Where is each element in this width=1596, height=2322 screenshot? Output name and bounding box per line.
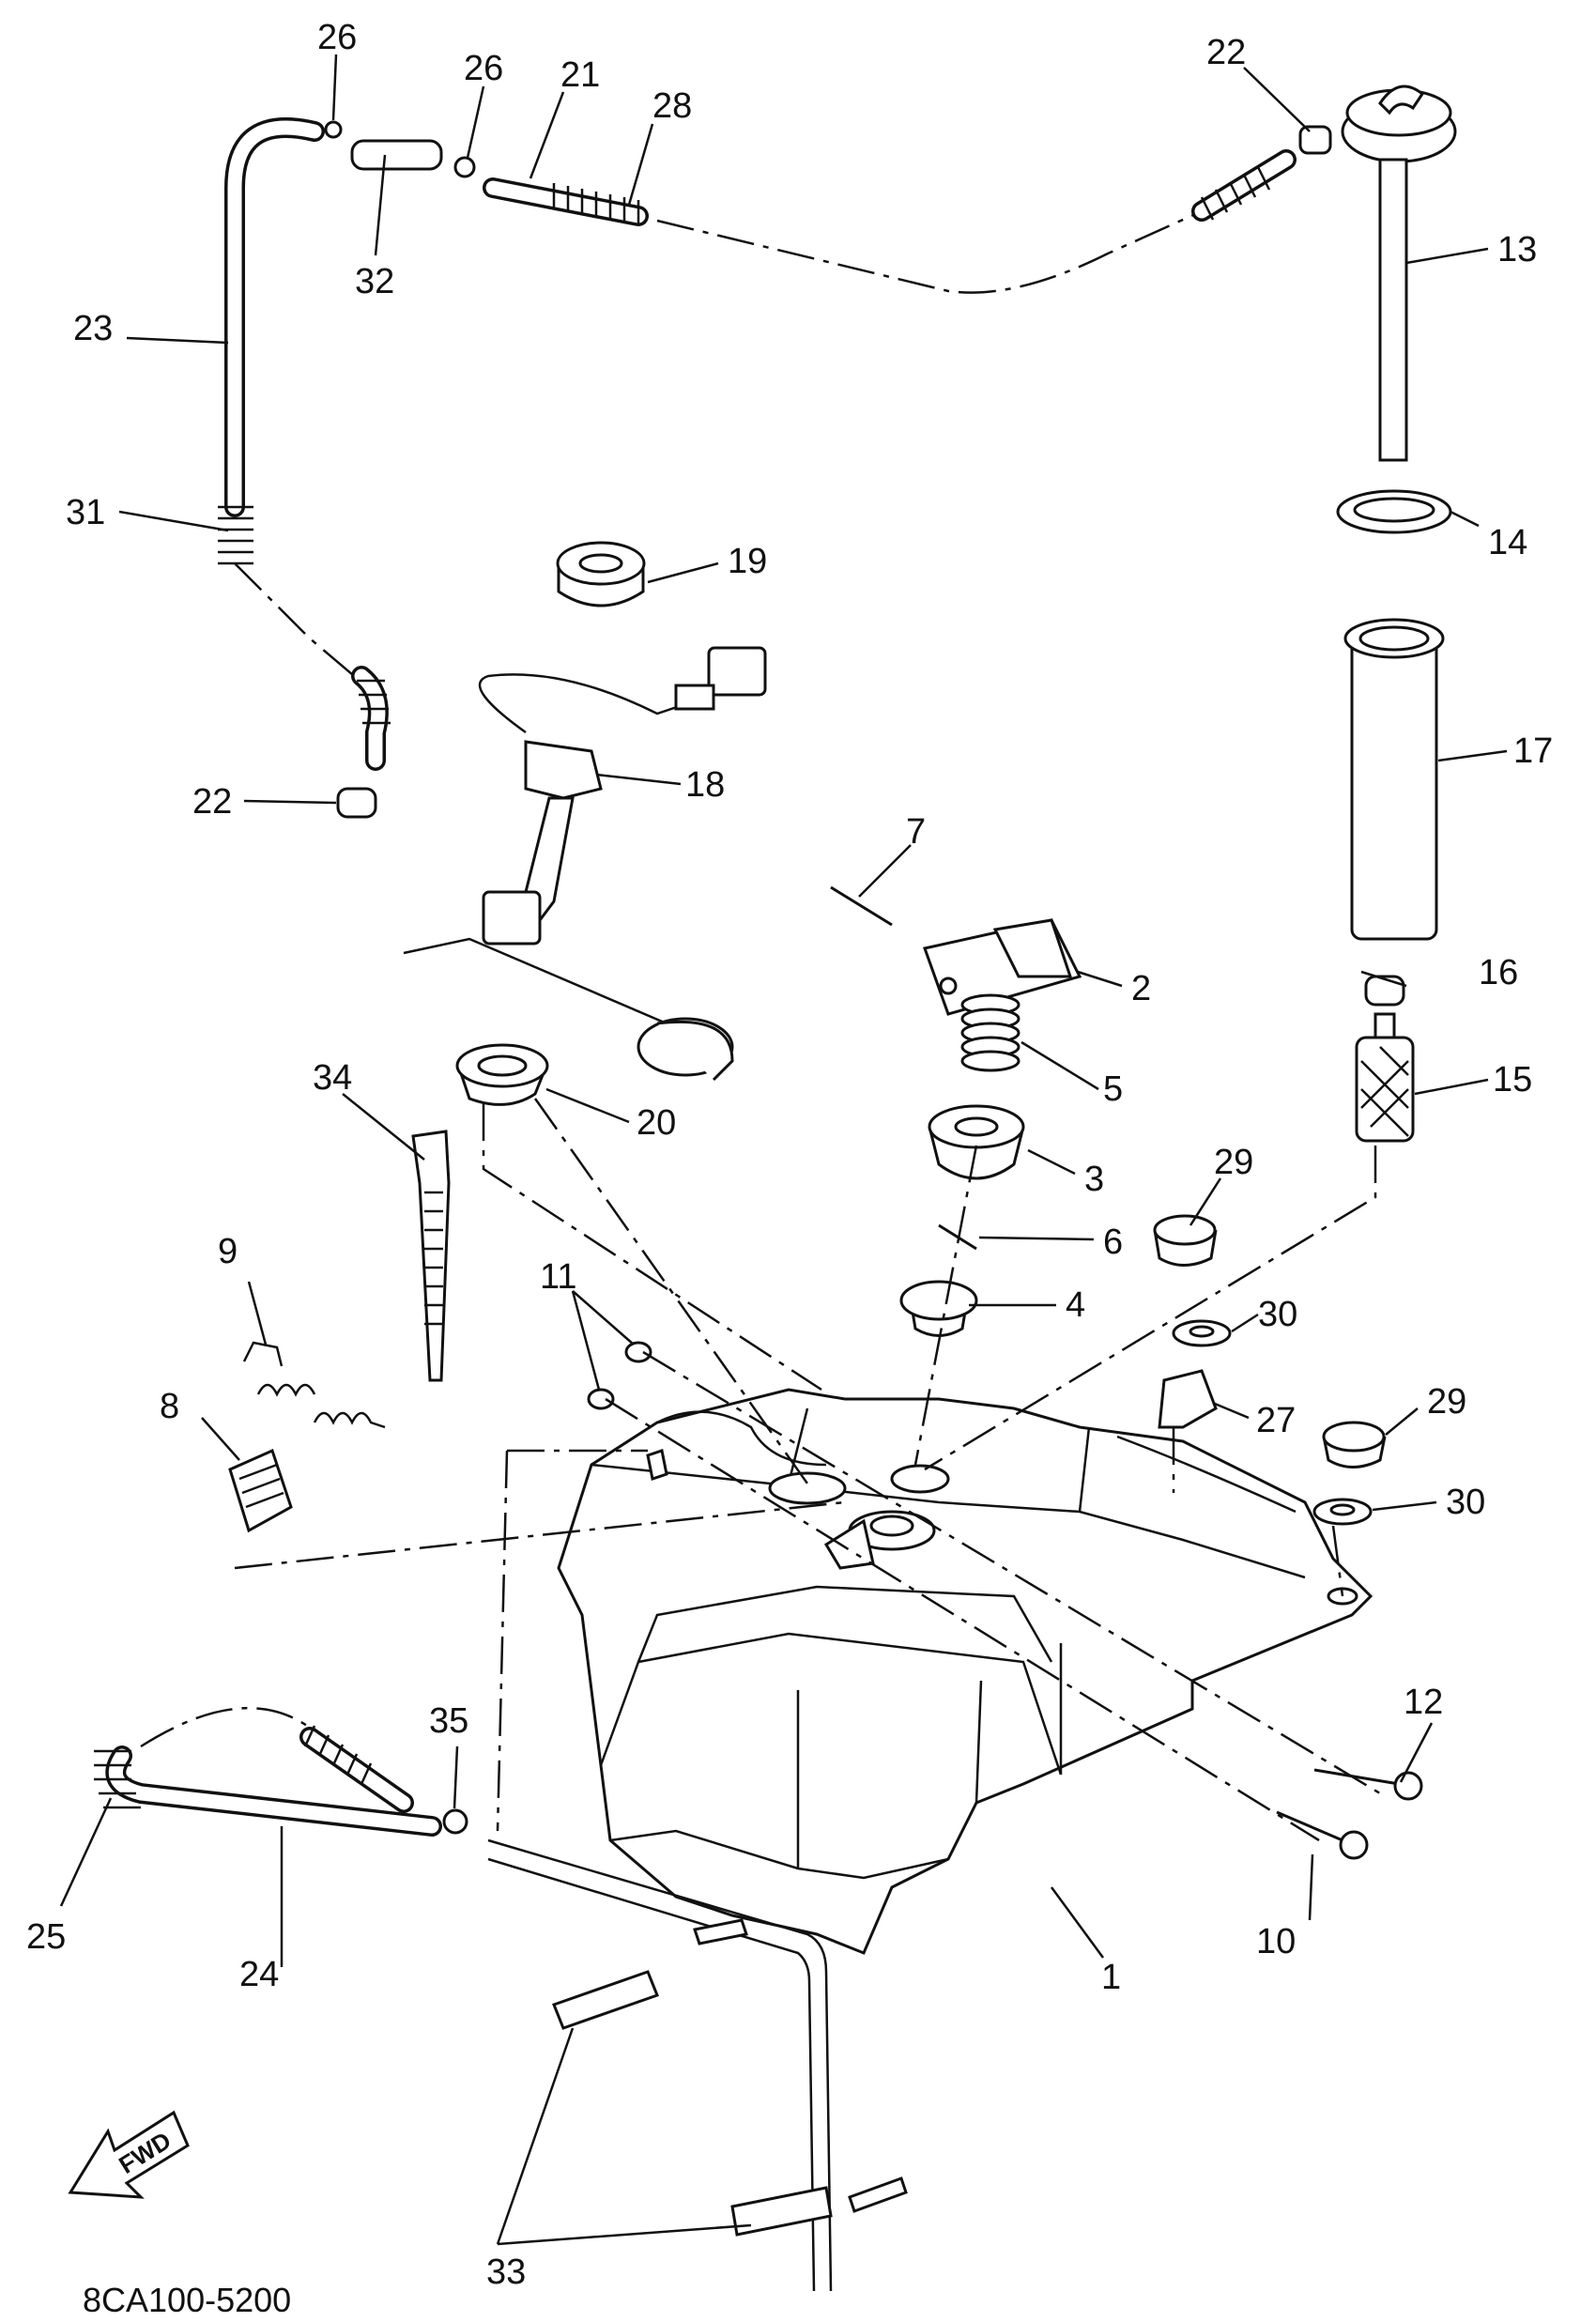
fwd-arrow-icon: FWD bbox=[68, 2110, 190, 2199]
bolt-10 bbox=[1276, 1810, 1369, 1860]
callout-35: 35 bbox=[429, 1701, 468, 1741]
callout-28: 28 bbox=[652, 86, 692, 126]
callout-11: 11 bbox=[540, 1257, 576, 1297]
callout-2: 2 bbox=[1131, 969, 1151, 1008]
pin-7 bbox=[830, 885, 893, 927]
leader-lines bbox=[59, 54, 1508, 2246]
callout-4: 4 bbox=[1066, 1285, 1085, 1325]
tie-band-34 bbox=[411, 1130, 451, 1382]
fuel-filter-15 bbox=[1355, 1012, 1415, 1143]
spring-5 bbox=[960, 993, 1021, 1072]
callout-14: 14 bbox=[1488, 523, 1527, 562]
clamp-27 bbox=[1158, 1369, 1218, 1429]
callout-10: 10 bbox=[1256, 1922, 1296, 1961]
callout-12: 12 bbox=[1404, 1683, 1443, 1722]
pin-6 bbox=[938, 1223, 977, 1251]
callout-17: 17 bbox=[1513, 731, 1553, 771]
grommet-20 bbox=[455, 1043, 549, 1106]
callout-26: 26 bbox=[317, 18, 357, 57]
callout-9: 9 bbox=[218, 1232, 238, 1271]
gasket-14 bbox=[1336, 489, 1452, 534]
callout-29: 29 bbox=[1214, 1143, 1253, 1182]
clip-26 bbox=[324, 120, 476, 178]
callout-27: 27 bbox=[1256, 1401, 1296, 1440]
clamp-16 bbox=[1364, 975, 1405, 1007]
tie-band-33 bbox=[552, 1918, 908, 2237]
nut-29-lower bbox=[1322, 1421, 1387, 1469]
callout-22: 22 bbox=[1206, 33, 1246, 72]
callout-7: 7 bbox=[906, 812, 926, 852]
callout-21: 21 bbox=[560, 55, 600, 95]
part-code: 8CA100-5200 bbox=[83, 2281, 291, 2319]
grommet-8 bbox=[228, 1448, 293, 1533]
nut-19 bbox=[556, 541, 646, 607]
callout-33: 33 bbox=[486, 2253, 526, 2292]
bracket-2 bbox=[923, 918, 1082, 1016]
breather-hose-24 bbox=[94, 1706, 833, 2292]
callout-15: 15 bbox=[1493, 1060, 1532, 1099]
callout-16: 16 bbox=[1479, 953, 1518, 992]
callout-29: 29 bbox=[1427, 1382, 1466, 1422]
joint-pipe-32 bbox=[350, 139, 443, 171]
callout-25: 25 bbox=[26, 1917, 66, 1957]
fuel-sender-18 bbox=[403, 646, 767, 1082]
callout-31: 31 bbox=[66, 493, 105, 532]
callout-24: 24 bbox=[239, 1955, 279, 1994]
callout-18: 18 bbox=[685, 765, 725, 805]
callout-20: 20 bbox=[637, 1103, 676, 1143]
vent-hose-23 bbox=[218, 117, 391, 771]
callout-5: 5 bbox=[1103, 1069, 1123, 1109]
filler-tube-17 bbox=[1343, 618, 1445, 941]
callout-22: 22 bbox=[192, 782, 232, 822]
callout-32: 32 bbox=[355, 262, 394, 301]
callout-19: 19 bbox=[728, 542, 767, 581]
callout-6: 6 bbox=[1103, 1223, 1123, 1262]
callout-26: 26 bbox=[464, 49, 503, 88]
bolt-12 bbox=[1313, 1768, 1423, 1801]
fuel-cap-13 bbox=[1341, 85, 1457, 462]
callout-13: 13 bbox=[1497, 230, 1537, 269]
callout-34: 34 bbox=[313, 1058, 352, 1098]
clamp-22 bbox=[1298, 125, 1332, 155]
callout-1: 1 bbox=[1101, 1958, 1121, 1997]
callout-30: 30 bbox=[1258, 1295, 1297, 1334]
callout-30: 30 bbox=[1446, 1483, 1485, 1522]
callout-labels: 26 26 21 28 22 13 32 23 31 14 19 17 22 1… bbox=[26, 18, 1553, 2292]
washer-30 bbox=[1172, 1319, 1232, 1347]
callout-3: 3 bbox=[1084, 1160, 1104, 1199]
fuel-tank-1 bbox=[557, 1388, 1373, 1955]
washer-11 bbox=[587, 1341, 652, 1410]
clip-35 bbox=[442, 1808, 468, 1835]
damper-3 bbox=[928, 1104, 1025, 1180]
clamp-22-lower bbox=[336, 787, 377, 819]
nut-29 bbox=[1153, 1214, 1218, 1267]
washer-30-lower bbox=[1312, 1498, 1373, 1526]
hose-21 bbox=[483, 149, 1297, 294]
callout-23: 23 bbox=[73, 309, 113, 348]
spring-9 bbox=[242, 1341, 386, 1429]
grommet-4 bbox=[899, 1280, 978, 1337]
reference-lines bbox=[234, 1098, 1381, 1842]
callout-8: 8 bbox=[160, 1387, 179, 1426]
